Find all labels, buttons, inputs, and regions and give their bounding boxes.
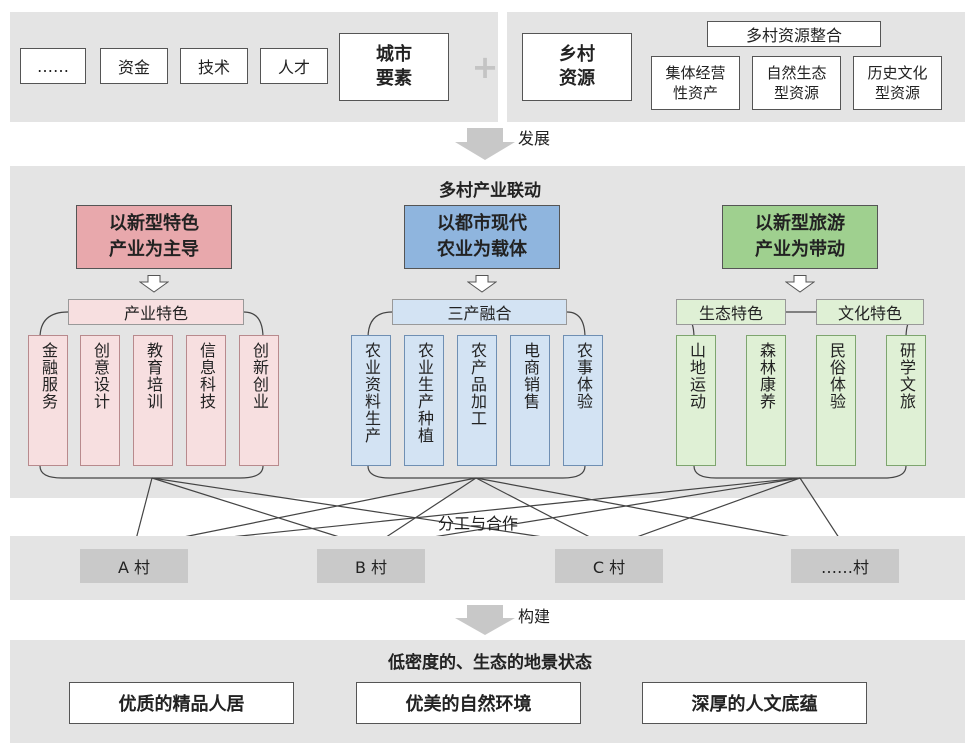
column-ecommerce: 电商销售 [510,335,550,466]
village-a: A 村 [80,549,188,583]
column-education-training: 教育培训 [133,335,173,466]
subtitle-ecological-feature: 生态特色 [676,299,786,325]
column-mountain-sports: 山地运动 [676,335,716,466]
column-agri-planting: 农业生产种植 [404,335,444,466]
construct-label: 构建 [518,607,551,626]
small-down-arrow-icon [785,275,815,293]
column-agri-processing: 农产品加工 [457,335,497,466]
group-head-tourism: 以新型旅游 产业为带动 [722,205,878,269]
column-study-tourism: 研学文旅 [886,335,926,466]
group-head-urban-agriculture: 以都市现代 农业为载体 [404,205,560,269]
small-down-arrow-icon [467,275,497,293]
plus-icon: + [471,48,499,86]
column-information-tech: 信息科技 [186,335,226,466]
rural-item-natural-ecology: 自然生态 型资源 [752,56,841,110]
city-item-etc: …… [20,48,86,84]
city-item-capital: 资金 [100,48,168,84]
column-finance-service: 金融服务 [28,335,68,466]
outcome-cultural-heritage: 深厚的人文底蕴 [642,682,867,724]
develop-label: 发展 [518,129,551,148]
industry-linkage-title: 多村产业联动 [439,180,541,201]
landscape-title: 低密度的、生态的地景状态 [388,652,592,673]
city-item-talent: 人才 [260,48,328,84]
subtitle-three-industries: 三产融合 [392,299,567,325]
column-creative-design: 创意设计 [80,335,120,466]
column-agri-materials: 农业资料生产 [351,335,391,466]
village-etc: ……村 [791,549,899,583]
outcome-natural-environment: 优美的自然环境 [356,682,581,724]
collab-label: 分工与合作 [437,514,518,533]
column-folk-experience: 民俗体验 [816,335,856,466]
column-innovation-startup: 创新创业 [239,335,279,466]
column-forest-wellness: 森林康养 [746,335,786,466]
column-farm-experience: 农事体验 [563,335,603,466]
subtitle-industry-feature: 产业特色 [68,299,244,325]
develop-arrow-icon [455,128,515,160]
rural-integration-label: 多村资源整合 [707,21,881,47]
village-c: C 村 [555,549,663,583]
small-down-arrow-icon [139,275,169,293]
group-head-featured-industry: 以新型特色 产业为主导 [76,205,232,269]
outcome-quality-living: 优质的精品人居 [69,682,294,724]
construct-arrow-icon [455,605,515,635]
village-b: B 村 [317,549,425,583]
rural-item-collective-assets: 集体经营 性资产 [651,56,740,110]
city-elements-title: 城市 要素 [339,33,449,101]
city-item-technology: 技术 [180,48,248,84]
subtitle-cultural-feature: 文化特色 [816,299,924,325]
rural-resources-title: 乡村 资源 [522,33,632,101]
rural-item-historical-culture: 历史文化 型资源 [853,56,942,110]
